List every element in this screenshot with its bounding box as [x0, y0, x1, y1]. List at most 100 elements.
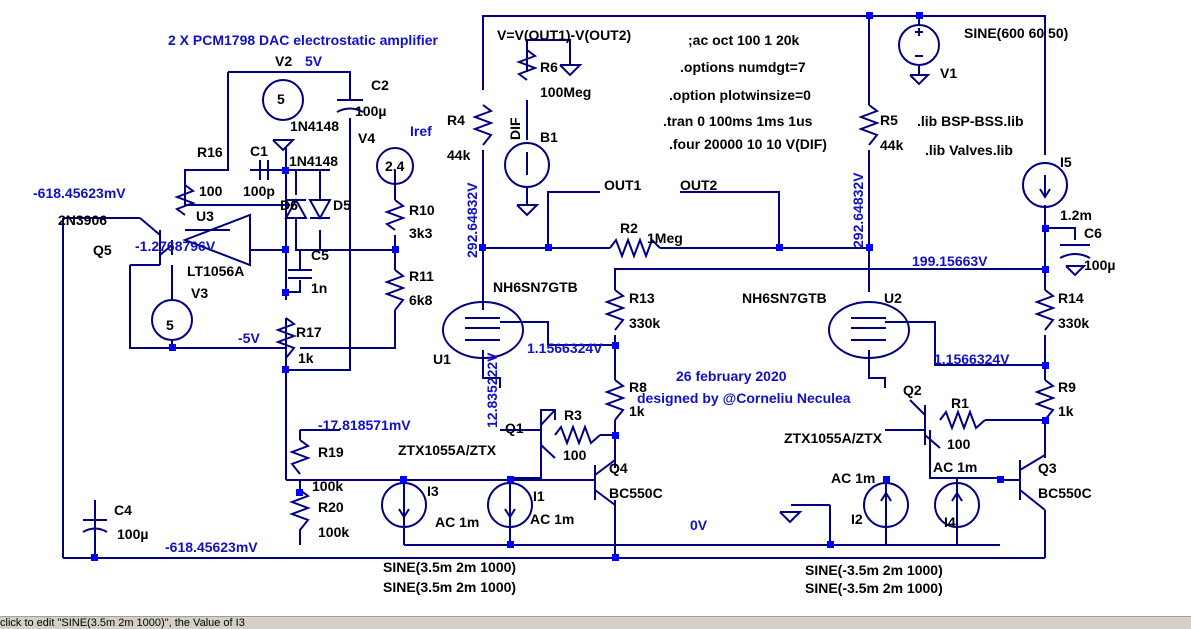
q4-label[interactable]: Q4 — [609, 460, 628, 476]
d-mid-label[interactable]: 1N4148 — [289, 153, 338, 169]
r14-label[interactable]: R14 — [1058, 290, 1084, 306]
i3ac-label[interactable]: AC 1m — [435, 514, 479, 530]
c6-label[interactable]: C6 — [1084, 225, 1102, 241]
v2n-label[interactable]: 5 — [277, 91, 285, 107]
b1-body[interactable] — [504, 142, 550, 188]
components[interactable] — [82, 24, 1091, 545]
n178-label[interactable]: -17.818571mV — [318, 417, 411, 433]
node115a-label[interactable]: 1.1566324V — [527, 340, 603, 356]
u3-label[interactable]: U3 — [196, 208, 214, 224]
u3v-label[interactable]: -1.2768796V — [135, 238, 216, 254]
c4-label[interactable]: C4 — [114, 502, 132, 518]
dif-label[interactable]: DIF — [507, 117, 523, 140]
d5-body[interactable] — [308, 199, 332, 221]
r13-body[interactable] — [604, 289, 626, 331]
m5-label[interactable]: -5V — [238, 330, 260, 346]
tube2-body[interactable] — [828, 301, 910, 359]
i1-label[interactable]: I1 — [533, 488, 545, 504]
q5v-label[interactable]: -618.45623mV — [33, 185, 126, 201]
c2v-label[interactable]: 100µ — [355, 103, 386, 119]
q3t-label[interactable]: BC550C — [1038, 485, 1092, 501]
u2-label[interactable]: U2 — [884, 290, 902, 306]
r19v-label[interactable]: 100k — [312, 478, 343, 494]
i4ac-label[interactable]: AC 1m — [933, 459, 977, 475]
sine-b1-label[interactable]: SINE(-3.5m 2m 1000) — [805, 562, 943, 578]
r20v-label[interactable]: 100k — [318, 524, 349, 540]
d5-label[interactable]: D5 — [333, 197, 351, 213]
v3-label[interactable]: V3 — [191, 285, 208, 301]
v1-body[interactable] — [898, 24, 940, 66]
r5-body[interactable] — [858, 104, 880, 146]
ztx1-label[interactable]: ZTX1055A/ZTX — [398, 442, 497, 458]
r3-body[interactable] — [554, 424, 601, 446]
v2v-label[interactable]: 5V — [305, 53, 323, 69]
r10-body[interactable] — [384, 199, 406, 231]
r3v-label[interactable]: 100 — [563, 447, 587, 463]
n618b-label[interactable]: -618.45623mV — [165, 539, 258, 555]
r14v-label[interactable]: 330k — [1058, 315, 1089, 331]
r11v-label[interactable]: 6k8 — [409, 292, 433, 308]
u3t-label[interactable]: LT1056A — [187, 263, 244, 279]
wires[interactable] — [62, 15, 1076, 559]
r2-label[interactable]: R2 — [620, 220, 638, 236]
c1-label[interactable]: C1 — [250, 143, 268, 159]
v4v-label[interactable]: 2.4 — [385, 158, 405, 174]
d-top-label[interactable]: 1N4148 — [290, 118, 339, 134]
v4-body[interactable] — [376, 147, 414, 185]
tube1-body[interactable] — [442, 301, 524, 359]
r11-body[interactable] — [384, 269, 406, 311]
out2-label[interactable]: OUT2 — [680, 177, 718, 193]
sine-b2-label[interactable]: SINE(-3.5m 2m 1000) — [805, 580, 943, 596]
r9-label[interactable]: R9 — [1058, 379, 1076, 395]
q3-label[interactable]: Q3 — [1038, 460, 1057, 476]
q5-label[interactable]: Q5 — [93, 242, 112, 258]
i1ac-label[interactable]: AC 1m — [530, 511, 574, 527]
tube1-label[interactable]: NH6SN7GTB — [493, 279, 578, 295]
r6-label[interactable]: R6 — [540, 59, 558, 75]
v3n-label[interactable]: 5 — [166, 317, 174, 333]
c1-body[interactable] — [259, 160, 269, 180]
i4-body[interactable] — [934, 482, 980, 528]
out1-label[interactable]: OUT1 — [604, 177, 642, 193]
q4t-label[interactable]: BC550C — [609, 485, 663, 501]
i5-body[interactable] — [1022, 162, 1068, 208]
v2-body[interactable] — [262, 79, 304, 121]
r1v-label[interactable]: 100 — [947, 436, 971, 452]
r2v-label[interactable]: 1Meg — [647, 230, 683, 246]
b1-label[interactable]: B1 — [540, 129, 558, 145]
i2ac-label[interactable]: AC 1m — [831, 470, 875, 486]
r20-body[interactable] — [289, 489, 311, 545]
q3-body[interactable] — [1000, 454, 1046, 511]
node292b-label[interactable]: 292.64832V — [850, 172, 866, 248]
iref-label[interactable]: Iref — [410, 123, 432, 139]
schematic-drawing[interactable]: 2 X PCM1798 DAC electrostatic amplifier … — [0, 0, 1191, 616]
r1-body[interactable] — [939, 409, 986, 431]
i5v-label[interactable]: 1.2m — [1060, 207, 1092, 223]
r9v-label[interactable]: 1k — [1058, 403, 1074, 419]
u1-label[interactable]: U1 — [433, 351, 451, 367]
r2-body[interactable] — [609, 237, 661, 259]
q4-body[interactable] — [594, 459, 616, 506]
i3-label[interactable]: I3 — [427, 483, 439, 499]
r8v-label[interactable]: 1k — [629, 403, 645, 419]
v1-sine-label[interactable]: SINE(600 60 50) — [964, 25, 1068, 41]
r1-label[interactable]: R1 — [951, 395, 969, 411]
r16-label[interactable]: R16 — [197, 144, 223, 160]
r11-label[interactable]: R11 — [409, 268, 434, 284]
q2-label[interactable]: Q2 — [903, 382, 922, 398]
c4-body[interactable] — [82, 500, 108, 533]
r16v-label[interactable]: 100 — [199, 183, 223, 199]
c2-label[interactable]: C2 — [371, 77, 389, 93]
v4-label[interactable]: V4 — [358, 130, 375, 146]
r13v-label[interactable]: 330k — [629, 315, 660, 331]
c5-body[interactable] — [288, 269, 312, 279]
r4-label[interactable]: R4 — [447, 112, 465, 128]
r16-body[interactable] — [174, 184, 196, 216]
c5-label[interactable]: C5 — [311, 247, 329, 263]
r8-label[interactable]: R8 — [629, 379, 647, 395]
q5t-label[interactable]: 2N3906 — [58, 212, 107, 228]
c6v-label[interactable]: 100µ — [1084, 257, 1115, 273]
c6-body[interactable] — [1059, 244, 1091, 259]
c5v-label[interactable]: 1n — [311, 280, 327, 296]
sine-a1-label[interactable]: SINE(3.5m 2m 1000) — [383, 559, 516, 575]
